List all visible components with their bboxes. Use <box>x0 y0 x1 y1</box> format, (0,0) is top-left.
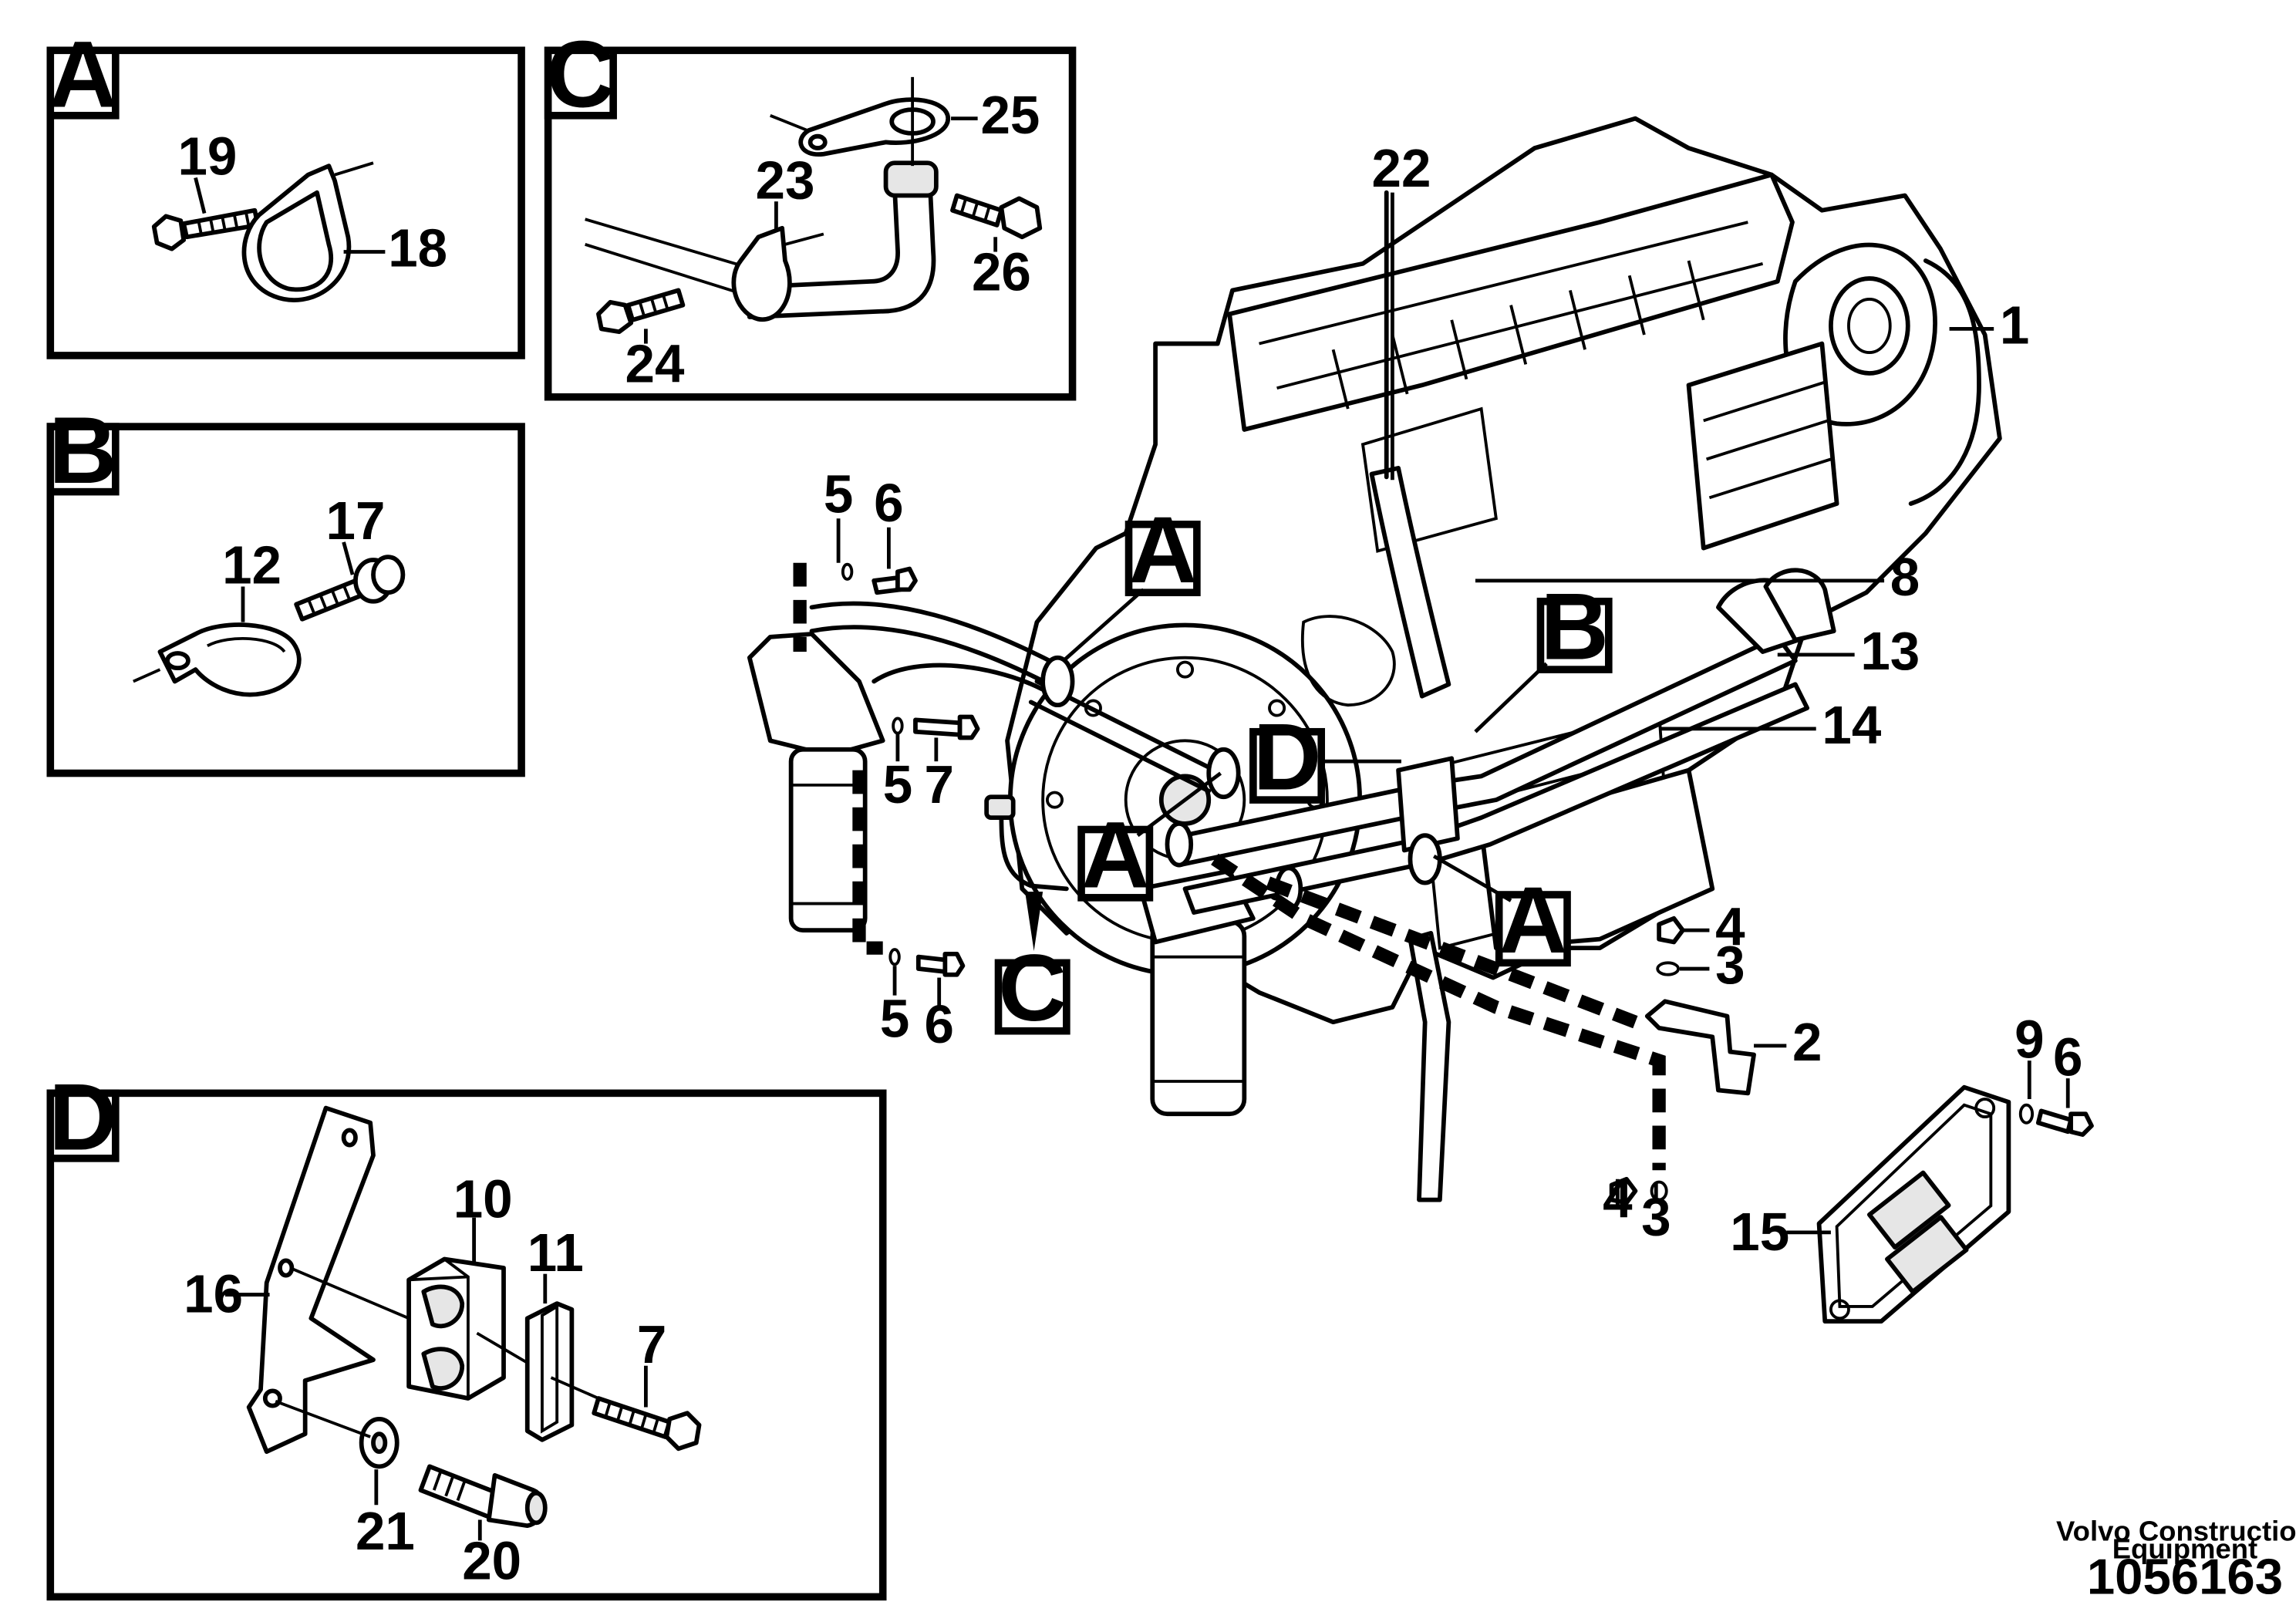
bracket-part-16 <box>246 1105 376 1455</box>
tag-c: C <box>998 936 1067 1041</box>
callout-16: 16 <box>184 1264 243 1324</box>
ecu-unit-15 <box>1816 1084 2011 1324</box>
callout-5-middle: 5 <box>883 754 912 814</box>
tag-a-lower: A <box>1081 802 1150 908</box>
callout-22: 22 <box>1372 138 1431 198</box>
callout-20: 20 <box>462 1530 521 1590</box>
credit-block: Volvo Construction Equipment 1056163 <box>2056 1515 2296 1604</box>
callout-24: 24 <box>625 334 685 394</box>
detail-d-panel: D <box>46 1064 887 1601</box>
washer-part-21 <box>359 1417 400 1469</box>
credit-line-1: Volvo Construction <box>2056 1515 2296 1546</box>
callout-7-detail: 7 <box>637 1314 666 1374</box>
callout-7-main: 7 <box>924 754 953 814</box>
plate-part-11 <box>524 1301 575 1442</box>
callout-19: 19 <box>177 126 237 187</box>
detail-b-tag: B <box>49 398 117 504</box>
bolt-part-26 <box>950 193 1043 240</box>
tag-a-right: A <box>1499 868 1567 973</box>
tag-b: B <box>1540 575 1609 680</box>
main-callouts: 22 1 5 6 8 13 14 5 7 5 6 4 3 2 9 6 4 3 <box>824 138 2083 1262</box>
callout-10: 10 <box>453 1169 513 1229</box>
callout-4-lower: 4 <box>1603 1169 1633 1229</box>
callout-5-lower: 5 <box>880 988 909 1048</box>
detail-d-tag: D <box>49 1064 117 1170</box>
callout-17: 17 <box>326 491 386 551</box>
callout-9: 9 <box>2014 1009 2044 1069</box>
callout-3-lower: 3 <box>1641 1187 1671 1247</box>
detail-c-tag: C <box>547 22 615 127</box>
callout-1: 1 <box>2000 295 2029 356</box>
callout-15: 15 <box>1730 1202 1789 1262</box>
callout-3-upper: 3 <box>1715 935 1745 995</box>
detail-a-tag: A <box>49 22 117 127</box>
bolt-part-7d <box>592 1396 702 1452</box>
bolt-part-24 <box>596 288 686 335</box>
bolt-part-17 <box>294 555 406 622</box>
clamp-part-23 <box>731 225 824 322</box>
main-detail-tags: A A A B C D <box>994 497 1613 1041</box>
detail-c-panel: C 25 <box>544 22 1077 401</box>
tag-d: D <box>1253 705 1322 811</box>
callout-21: 21 <box>356 1501 415 1561</box>
callout-18: 18 <box>388 218 447 278</box>
callout-25: 25 <box>980 85 1040 145</box>
detail-a-panel: A 19 18 <box>46 22 525 359</box>
flange-part-25 <box>770 76 951 167</box>
callout-11: 11 <box>528 1222 584 1283</box>
callout-5-upper: 5 <box>824 464 853 524</box>
callout-4-upper: 4 <box>1715 896 1745 956</box>
detail-b-panel: B 12 17 <box>46 398 525 777</box>
callout-8: 8 <box>1890 547 1920 607</box>
callout-6-lower: 6 <box>924 994 953 1054</box>
clamp-block-part-10 <box>406 1256 506 1401</box>
document-number: 1056163 <box>2087 1549 2283 1605</box>
callout-2: 2 <box>1792 1012 1822 1072</box>
screw-part-20 <box>418 1464 548 1529</box>
callout-6-upper: 6 <box>874 473 903 533</box>
callout-26: 26 <box>972 241 1031 302</box>
callout-12: 12 <box>222 535 282 595</box>
tag-a-upper: A <box>1128 497 1197 603</box>
credit-line-2: Equipment <box>2112 1533 2258 1564</box>
callout-6-right: 6 <box>2053 1027 2082 1087</box>
callout-14: 14 <box>1822 695 1881 755</box>
callout-13: 13 <box>1860 621 1920 681</box>
clamp-part-12 <box>133 622 302 697</box>
callout-23: 23 <box>756 150 815 210</box>
